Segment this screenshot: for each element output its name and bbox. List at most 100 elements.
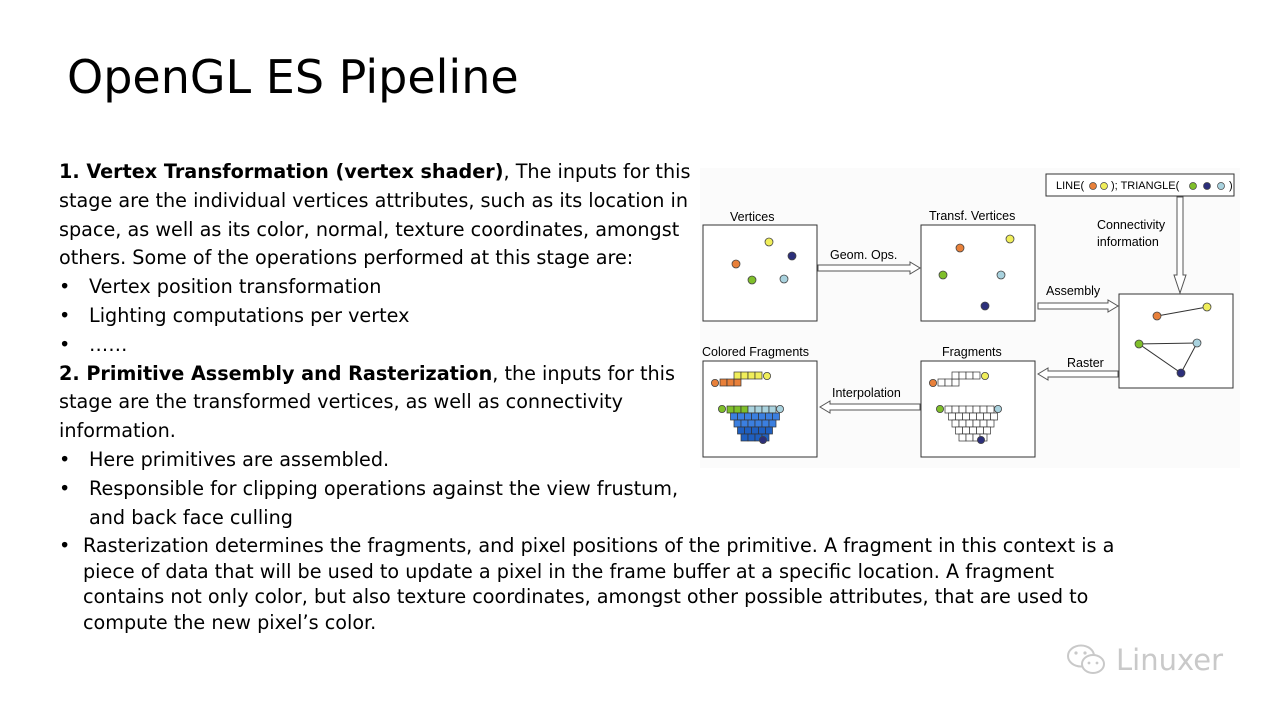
fragment-cell (944, 378, 953, 387)
bullet-item: Rasterization determines the fragments, … (59, 533, 1119, 635)
fragment-cell (944, 405, 953, 414)
connectivity-arrow (1173, 196, 1187, 295)
fragment-cell (972, 371, 981, 380)
fragment-cell (958, 371, 967, 380)
fragment-cell (765, 412, 773, 421)
fragment-cell (955, 426, 963, 435)
fragment-cell (733, 378, 742, 387)
fragment-cell (761, 419, 770, 428)
fragment-cell (965, 371, 974, 380)
primitive-line (1156, 306, 1208, 317)
legend-close-label: ) (1229, 180, 1233, 192)
fragment-cell (965, 433, 974, 442)
fragment-cell (765, 426, 773, 435)
geom-ops-arrow (817, 261, 921, 275)
section1-bullets: Vertex position transformation Lighting … (59, 273, 699, 359)
fragment-vertex-dot (980, 371, 989, 380)
rasterization-bullet: Rasterization determines the fragments, … (59, 533, 1119, 635)
section1-paragraph: 1. Vertex Transformation (vertex shader)… (59, 158, 699, 273)
fragment-cell (740, 405, 749, 414)
section1-intro: , The inputs for this stage are the indi… (59, 160, 691, 270)
fragment-cell (951, 371, 960, 380)
fragment-cell (958, 433, 967, 442)
watermark-text: Linuxer (1116, 643, 1224, 677)
fragment-cell (740, 419, 749, 428)
connectivity-label: Connectivity (1097, 218, 1166, 232)
geom-ops-label: Geom. Ops. (830, 248, 897, 262)
vertex-point (787, 251, 797, 261)
legend-line-label: LINE( (1056, 180, 1084, 192)
legend-triangle-label: ); TRIANGLE( (1111, 180, 1180, 192)
fragment-cell (754, 405, 763, 414)
bullet-item: Lighting computations per vertex (59, 302, 699, 331)
pipeline-diagram: Vertices Geom. Ops. Transf. Vertices LIN… (700, 168, 1240, 468)
watermark: Linuxer (1066, 640, 1223, 680)
colored-fragment-grid (710, 371, 785, 444)
vertex-point (1202, 302, 1212, 312)
section1-heading: 1. Vertex Transformation (vertex shader) (59, 160, 504, 183)
fragment-vertex-dot (928, 378, 937, 387)
fragment-cell (751, 412, 759, 421)
bullet-item: Responsible for clipping operations agai… (59, 475, 699, 533)
fragment-cell (937, 378, 946, 387)
vertex-point (747, 275, 757, 285)
fragment-cell (726, 405, 735, 414)
fragment-vertex-dot (993, 404, 1002, 413)
fragment-cell (948, 412, 956, 421)
vertex-point (996, 270, 1006, 280)
vertex-point (1152, 311, 1162, 321)
fragment-cell (758, 412, 766, 421)
fragment-cell (965, 405, 974, 414)
legend-dot (1203, 182, 1211, 190)
fragment-cell (730, 412, 738, 421)
vertex-point (779, 274, 789, 284)
colored-fragments-label: Colored Fragments (702, 345, 809, 359)
vertex-point (1192, 338, 1202, 348)
fragment-cell (754, 371, 763, 380)
fragment-cell (751, 426, 759, 435)
fragment-cell (726, 378, 735, 387)
fragment-cell (951, 419, 960, 428)
vertex-point (955, 243, 965, 253)
bullet-item: …… (59, 331, 699, 360)
fragment-cell (969, 412, 977, 421)
transf-vertices-panel (920, 224, 1036, 322)
section2-intro: , the inputs for this stage are the tran… (59, 361, 675, 443)
vertex-point (980, 301, 990, 311)
fragment-vertex-dot (935, 404, 944, 413)
fragment-cell (733, 419, 742, 428)
transf-vertices-label: Transf. Vertices (929, 209, 1015, 223)
vertex-point (1134, 339, 1144, 349)
fragment-cell (768, 419, 777, 428)
slide-title: OpenGL ES Pipeline (67, 50, 519, 104)
fragment-cell (951, 405, 960, 414)
fragment-vertex-dot (776, 404, 785, 413)
fragment-cell (737, 426, 745, 435)
wechat-icon (1067, 644, 1105, 674)
fragment-cell (958, 405, 967, 414)
fragment-cell (979, 419, 988, 428)
fragment-cell (958, 419, 967, 428)
section2-paragraph: 2. Primitive Assembly and Rasterization,… (59, 360, 699, 446)
fragment-cell (951, 378, 960, 387)
bullet-item: Vertex position transformation (59, 273, 699, 302)
fragment-cell (744, 426, 752, 435)
fragment-cell (969, 426, 977, 435)
section2-heading: 2. Primitive Assembly and Rasterization (59, 361, 493, 385)
assembly-label: Assembly (1046, 284, 1101, 298)
fragment-cell (976, 426, 984, 435)
main-text: 1. Vertex Transformation (vertex shader)… (59, 158, 699, 532)
fragment-cell (772, 412, 780, 421)
interpolation-arrow (819, 400, 921, 414)
fragment-cell (719, 378, 728, 387)
vertex-point (938, 270, 948, 280)
vertex-point (731, 259, 741, 269)
raster-arrow (1037, 367, 1119, 381)
fragment-cell (744, 412, 752, 421)
fragment-cell (737, 412, 745, 421)
legend-dot (1217, 182, 1225, 190)
fragment-cell (740, 371, 749, 380)
fragment-cell (754, 419, 763, 428)
fragment-grid (928, 371, 1002, 444)
information-label: information (1097, 235, 1159, 249)
